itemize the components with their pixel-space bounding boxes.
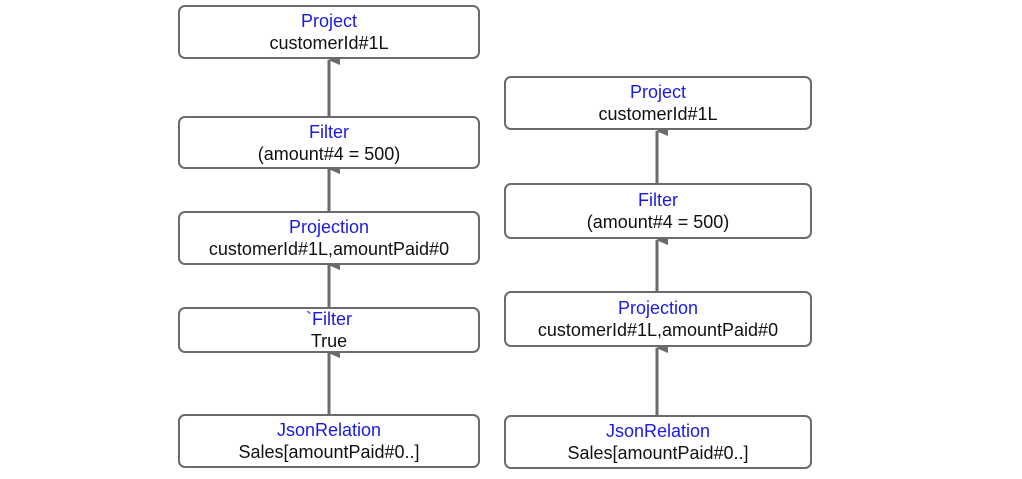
left-node-backtick-filter-argument: True (310, 331, 348, 351)
left-node-filter-argument: (amount#4 = 500) (257, 143, 401, 164)
right-node-filter-argument: (amount#4 = 500) (586, 212, 730, 232)
left-node-filter-operator: Filter (309, 121, 349, 142)
left-node-jsonrelation: JsonRelation Sales[amountPaid#0..] (178, 414, 480, 468)
left-node-backtick-filter: `Filter True (178, 307, 480, 353)
right-node-filter: Filter (amount#4 = 500) (504, 183, 812, 239)
right-node-project-argument: customerId#1L (598, 104, 718, 124)
left-node-projection-operator: Projection (288, 217, 370, 237)
right-node-project-operator: Project (629, 82, 687, 102)
left-node-project-argument: customerId#1L (269, 33, 389, 53)
right-node-projection-argument: customerId#1L,amountPaid#0 (537, 320, 779, 340)
right-node-projection-operator: Projection (617, 298, 699, 318)
left-node-project-operator: Project (300, 11, 358, 31)
right-node-jsonrelation-operator: JsonRelation (605, 421, 711, 441)
right-node-jsonrelation-argument: Sales[amountPaid#0..] (567, 443, 749, 463)
left-node-jsonrelation-argument: Sales[amountPaid#0..] (238, 442, 420, 462)
right-node-jsonrelation: JsonRelation Sales[amountPaid#0..] (504, 415, 812, 469)
left-node-projection-argument: customerId#1L,amountPaid#0 (208, 239, 450, 259)
right-node-project: Project customerId#1L (504, 76, 812, 130)
left-node-filter: Filter (amount#4 = 500) (178, 116, 480, 169)
left-node-project: Project customerId#1L (178, 5, 480, 59)
left-node-jsonrelation-operator: JsonRelation (276, 420, 382, 440)
right-node-projection: Projection customerId#1L,amountPaid#0 (504, 291, 812, 347)
left-node-projection: Projection customerId#1L,amountPaid#0 (178, 211, 480, 265)
right-node-filter-operator: Filter (638, 190, 678, 210)
left-node-backtick-filter-operator: `Filter (306, 309, 352, 329)
